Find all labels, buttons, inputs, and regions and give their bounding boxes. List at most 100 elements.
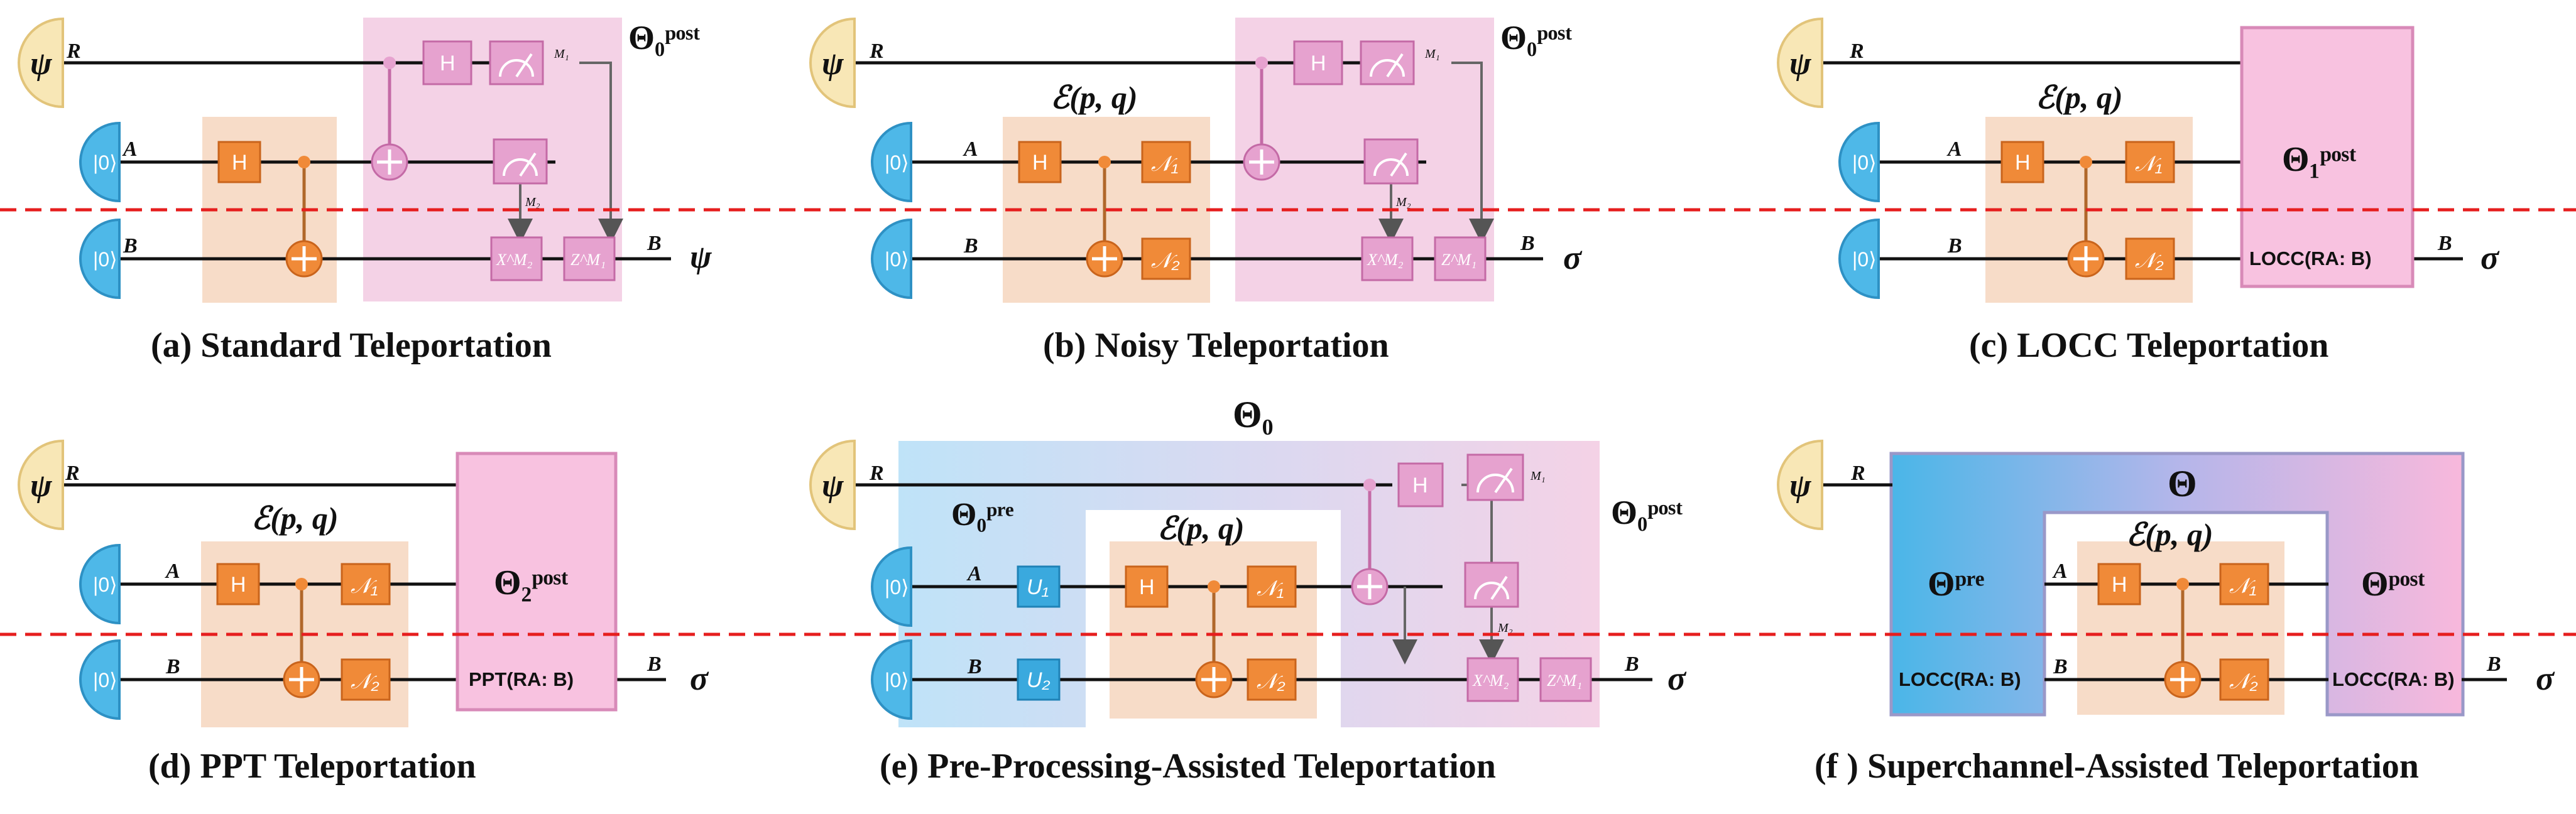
control-dot [1098, 156, 1111, 168]
theta0-label: Θ₀ [1233, 394, 1274, 435]
u1-label: U₁ [1027, 575, 1049, 599]
panel-c: ψ R |0⟩ A |0⟩ B ℰ(p, q) H 𝒩₁ 𝒩₂ Θ₁ᵖᵒˢᵗ L… [1777, 17, 2500, 365]
theta1-post-label: Θ₁ᵖᵒˢᵗ [2282, 140, 2357, 179]
channel-label: ℰ(p, q) [1051, 80, 1138, 115]
control-dot [1363, 479, 1376, 491]
ket0-A-icon [871, 121, 912, 203]
theta0-post-label: Θ₀ᵖᵒˢᵗ [1500, 19, 1572, 57]
locc-label: LOCC(RA: B) [2249, 247, 2372, 269]
ket0-A-label: |0⟩ [1852, 151, 1877, 174]
x-correction-gate [490, 236, 543, 281]
psi-label: ψ [1789, 468, 1812, 504]
output-B-label: B [2486, 653, 2501, 676]
ket0-B-label: |0⟩ [885, 669, 909, 692]
wire-R-label: R [869, 462, 884, 485]
panel-d: ψ R |0⟩ A |0⟩ B ℰ(p, q) H 𝒩₁ 𝒩₂ Θ₂ᵖᵒˢᵗ P… [18, 439, 709, 786]
wire-A-label: A [966, 562, 982, 585]
u2-label: U₂ [1027, 668, 1051, 692]
noise-N1-gate [1247, 565, 1297, 608]
z-correction-gate [1539, 657, 1592, 702]
hadamard-label: H [232, 151, 248, 175]
hadamard-gate [1125, 565, 1169, 608]
measurement-meter-icon [489, 40, 544, 85]
caption-f: (f ) Superchannel-Assisted Teleportation [1815, 747, 2419, 786]
output-B-label: B [647, 232, 662, 255]
control-dot [1255, 57, 1268, 69]
ket0-B-label: |0⟩ [1852, 248, 1877, 271]
hadamard-label: H [1412, 474, 1428, 497]
m2-label: M₂ [525, 195, 540, 209]
psi-label: ψ [1789, 46, 1812, 82]
wire-A-label: A [165, 560, 180, 583]
u2-gate [1017, 658, 1061, 701]
noise-N2-gate [2125, 237, 2175, 280]
hadamard-gate [1293, 40, 1343, 85]
output-state: ψ [690, 239, 712, 275]
psi-input-icon [1777, 439, 1823, 531]
psi-label: ψ [822, 468, 844, 504]
noise-N1-label: 𝒩₁ [1257, 577, 1284, 600]
noise-N1-gate [2125, 141, 2175, 183]
wire-B-label: B [2053, 655, 2068, 678]
z-correction-gate [1434, 236, 1487, 281]
noise-N1-gate [2219, 563, 2269, 605]
x-correction-gate [1361, 236, 1414, 281]
psi-input-icon [809, 17, 856, 109]
hadamard-label: H [231, 573, 246, 597]
noise-N2-label: 𝒩₂ [351, 670, 379, 693]
measurement-meter-icon [493, 138, 548, 185]
caption-a: (a) Standard Teleportation [151, 326, 552, 365]
hadamard-label: H [1032, 151, 1048, 175]
output-B-label: B [1520, 232, 1535, 255]
wire-R-label: R [66, 40, 81, 63]
caption-c: (c) LOCC Teleportation [1969, 326, 2328, 365]
measurement-meter-icon [1466, 453, 1524, 501]
theta-pre-label: Θᵖʳᵉ [1928, 565, 1985, 604]
noise-N1-label: 𝒩₁ [351, 574, 378, 598]
control-dot [298, 156, 310, 168]
wire-B-label: B [1947, 234, 1962, 258]
x-correction-gate [1466, 657, 1519, 702]
psi-label: ψ [30, 46, 53, 82]
noise-N2-label: 𝒩₂ [2135, 249, 2164, 273]
output-B-label: B [2437, 232, 2452, 255]
theta0-post-label: Θ₀ᵖᵒˢᵗ [1611, 494, 1683, 531]
hadamard-label: H [1311, 52, 1326, 75]
wire-A-label: A [963, 138, 978, 161]
hadamard-label: H [1139, 575, 1155, 599]
output-state: σ [1563, 239, 1583, 276]
caption-e: (e) Pre-Processing-Assisted Teleportatio… [880, 747, 1496, 786]
wire-B-label: B [963, 234, 978, 258]
theta-label: Θ [2168, 463, 2197, 504]
hadamard-gate [422, 40, 472, 85]
ket0-B-icon [871, 639, 912, 720]
output-state: σ [2480, 239, 2500, 276]
hadamard-gate [217, 141, 261, 183]
hadamard-gate [2097, 563, 2141, 605]
ket0-A-icon [1838, 121, 1880, 203]
psi-input-icon [809, 439, 856, 531]
m1-label: M₁ [1424, 47, 1440, 61]
wire-A-label: A [1946, 138, 1962, 161]
wire-R-label: R [65, 462, 80, 485]
z-correction-label: Z^M₁ [1547, 671, 1582, 690]
theta-post-label: Θᵖᵒˢᵗ [2361, 565, 2425, 604]
ket0-A-icon [79, 543, 121, 625]
theta0-pre-label: Θ₀ᵖʳᵉ [951, 497, 1014, 533]
m2-label: M₂ [1497, 621, 1513, 635]
locc-post-label: LOCC(RA: B) [2332, 668, 2455, 690]
control-dot [295, 578, 308, 590]
channel-label: ℰ(p, q) [251, 501, 339, 536]
z-correction-label: Z^M₁ [570, 251, 606, 269]
superchannel-box [1889, 452, 2465, 717]
ket0-B-icon [871, 218, 912, 300]
caption-b: (b) Noisy Teleportation [1043, 326, 1389, 365]
hadamard-label: H [2112, 573, 2127, 597]
wire-R-label: R [1850, 462, 1865, 485]
z-correction-gate [563, 236, 616, 281]
control-dot [1208, 580, 1220, 593]
locc-pre-label: LOCC(RA: B) [1899, 668, 2021, 690]
wire-A-label: A [2052, 560, 2068, 583]
noise-N2-gate [2219, 658, 2269, 701]
hadamard-gate [216, 563, 260, 605]
